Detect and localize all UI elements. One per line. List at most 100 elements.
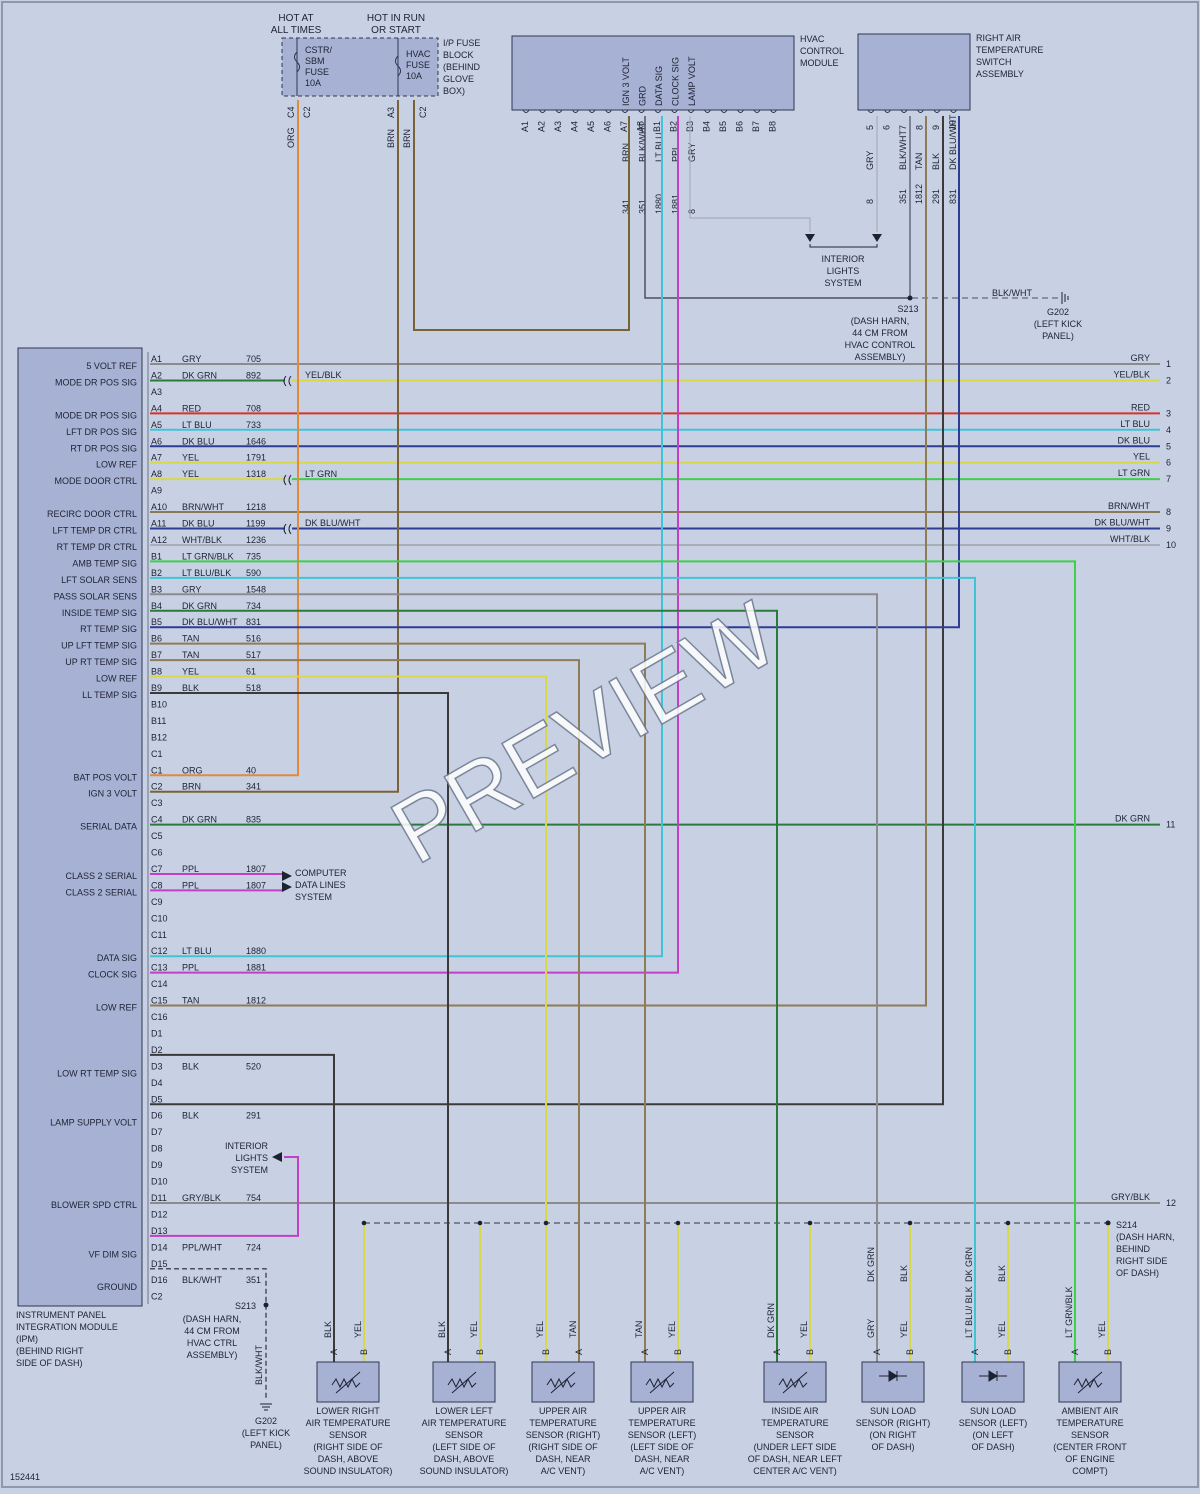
switch-pin-9: 9 [931, 125, 941, 130]
ipm-pin-C7: C7 [151, 864, 163, 874]
sensor-0-b-color: YEL [353, 1321, 363, 1338]
s213-bot-3: 44 CM FROM [184, 1326, 240, 1336]
s214-5: OF DASH) [1116, 1268, 1159, 1278]
sensor-6-box [961, 1361, 1025, 1403]
switch-pin-stub-10 [950, 109, 957, 113]
ipm-color-46: BLK [182, 1111, 199, 1121]
ipm-circuit-11: 1236 [246, 535, 266, 545]
ipm-pin-D3: D3 [151, 1061, 163, 1071]
ipm-color-28: DK GRN [182, 815, 217, 825]
ipm-name-16: RT TEMP SIG [80, 624, 137, 634]
hvac-wire-color-3: PPL [671, 145, 681, 162]
hvac-circuit-2: 1880 [654, 194, 664, 214]
sensor-4-a-color: DK GRN [766, 1303, 776, 1338]
switch-pin-10: 10 [948, 120, 958, 130]
wire-8-gry [689, 116, 811, 232]
ipm-pin-C4: C4 [151, 815, 163, 825]
ipm-pin-D5: D5 [151, 1094, 163, 1104]
mid-connectors: YEL/BLK LT GRN DK BLU/WHT [283, 370, 361, 535]
ipm-name-11: RT TEMP DR CTRL [57, 542, 137, 552]
hvac-label-2: CONTROL [800, 46, 844, 56]
ipm-pin-D10: D10 [151, 1177, 168, 1187]
ipm-pin-D2: D2 [151, 1045, 163, 1055]
sensor-5-a2-color: DK GRN [866, 1247, 876, 1282]
ipm-circuit-31: 1807 [246, 864, 266, 874]
sensor-3-label-3: (LEFT SIDE OF [630, 1442, 694, 1452]
hvac-pin-stub-B5 [720, 109, 728, 113]
ipm-pin-B8: B8 [151, 667, 162, 677]
sensor-0-label-0: LOWER RIGHT [316, 1406, 380, 1416]
ipm-color-1: DK GRN [182, 370, 217, 380]
s213-top-2: (DASH HARN, [851, 316, 910, 326]
right-output-label-11: DK GRN [1115, 814, 1150, 824]
sensor-5-label-2: (ON RIGHT [870, 1430, 917, 1440]
hvac-pin-A8: A8 [636, 121, 646, 132]
right-switch-box [857, 33, 971, 111]
ipm-name-17: UP LFT TEMP SIG [61, 641, 137, 651]
sensor-0-label-5: SOUND INSULATOR) [304, 1466, 393, 1476]
switch-wire-color-2: TAN [914, 153, 924, 170]
ipm-circuit-18: 517 [246, 650, 261, 660]
sensor-4-label-1: TEMPERATURE [761, 1418, 828, 1428]
ipm-name-1: MODE DR POS SIG [55, 377, 137, 387]
ipm-pin-A8: A8 [151, 469, 162, 479]
switch-circuit-4: 831 [948, 189, 958, 204]
ipm-pin-A9: A9 [151, 486, 162, 496]
sensor-0-pin-b: B [359, 1349, 369, 1355]
switch-wire-color-3: BLK [931, 153, 941, 170]
right-output-label-2: YEL/BLK [1113, 369, 1150, 379]
ipm-name-18: UP RT TEMP SIG [65, 657, 137, 667]
ipm-color-37: PPL [182, 963, 199, 973]
s213-bottom: S213 (DASH HARN, 44 CM FROM HVAC CTRL AS… [183, 1301, 290, 1450]
hvac-pin-name-3: CLOCK SIG [671, 57, 681, 106]
ipm-circuit-56: 351 [246, 1275, 261, 1285]
ipm-color-25: ORG [182, 765, 203, 775]
ipm-color-16: DK BLU/WHT [182, 617, 238, 627]
thermistor-icon [546, 1371, 576, 1394]
ipm-pin-D4: D4 [151, 1078, 163, 1088]
ipm-circuit-5: 1646 [246, 436, 266, 446]
fuse-label-2: BLOCK [443, 50, 474, 60]
ipm-pin-D9: D9 [151, 1160, 163, 1170]
fuse1-icon [294, 51, 300, 73]
hot-all-times-2: ALL TIMES [271, 25, 322, 36]
ipm-pin-A6: A6 [151, 436, 162, 446]
diagram-id: 152441 [10, 1472, 40, 1482]
ipm-color-56: BLK/WHT [182, 1275, 223, 1285]
sensor-6-a-color: LT BLU/ BLK [964, 1286, 974, 1338]
right-output-label-3: RED [1131, 402, 1151, 412]
wire-351-blkwht [644, 116, 910, 299]
sensor-6-a2-color: DK GRN [964, 1247, 974, 1282]
ipm-circuit-9: 1218 [246, 502, 266, 512]
sensor-4-label-0: INSIDE AIR [771, 1406, 819, 1416]
right-output-num-7: 7 [1166, 474, 1171, 484]
ipm-pin-C2: C2 [151, 782, 163, 792]
sensor-2-a-color: TAN [568, 1321, 578, 1338]
sensor-0-label-4: DASH, ABOVE [318, 1454, 379, 1464]
right-output-label-5: DK BLU [1117, 435, 1150, 445]
sensor-3-pin-a: A [640, 1349, 650, 1355]
hvac-pin-A3: A3 [553, 121, 563, 132]
sensor-7-splice [1105, 1220, 1111, 1226]
ipm-pin-C15: C15 [151, 996, 168, 1006]
right-output-label-9: DK BLU/WHT [1094, 518, 1150, 528]
ipm-color-10: DK BLU [182, 519, 215, 529]
ipm-pin-B10: B10 [151, 699, 167, 709]
switch-wire-color-1: BLK/WHT [898, 129, 908, 170]
sensor-1-pin-a: A [443, 1349, 453, 1355]
ipm-name-36: DATA SIG [97, 953, 137, 963]
wire-c1-org [150, 100, 299, 777]
ipm-pin-A1: A1 [151, 354, 162, 364]
ipm-pin-A5: A5 [151, 420, 162, 430]
sensor-1-signal [150, 692, 449, 1365]
hot-all-times-1: HOT AT [278, 13, 313, 24]
ipm-pin-C12: C12 [151, 946, 168, 956]
hvac-pin-stub-B1 [654, 109, 662, 113]
ipm-color-31: PPL [182, 864, 199, 874]
ipm-pin-B5: B5 [151, 617, 162, 627]
sensor-5-pin-a: A [872, 1349, 882, 1355]
ipm-color-17: TAN [182, 634, 199, 644]
s213-top-5: ASSEMBLY) [855, 352, 906, 362]
hvac-pin-A5: A5 [586, 121, 596, 132]
